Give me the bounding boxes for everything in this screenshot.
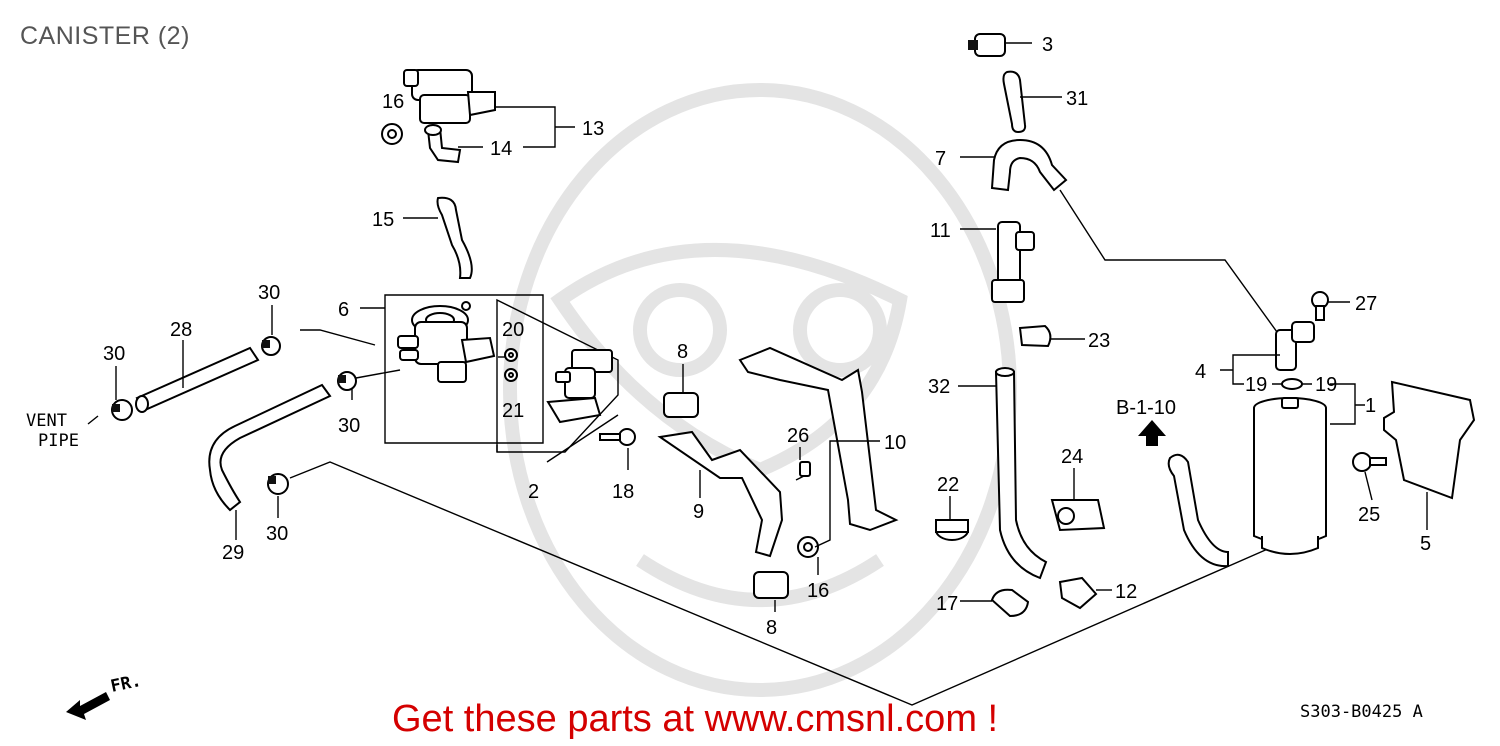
clip-30-b bbox=[261, 336, 281, 356]
callout-17: 17 bbox=[936, 593, 958, 615]
reference-label: B-1-10 bbox=[1116, 397, 1176, 419]
diagram-title: CANISTER (2) bbox=[20, 22, 190, 50]
callout-14: 14 bbox=[490, 138, 512, 160]
callout-27: 27 bbox=[1355, 293, 1377, 315]
callout-29: 29 bbox=[222, 542, 244, 564]
cushion-8-top bbox=[663, 392, 699, 418]
callout-10: 10 bbox=[884, 432, 906, 454]
bolt-25 bbox=[1352, 452, 1387, 472]
connector-12 bbox=[1058, 576, 1098, 610]
callout-4: 4 bbox=[1195, 361, 1206, 383]
hose-32-end bbox=[995, 367, 1015, 377]
callout-31: 31 bbox=[1066, 88, 1088, 110]
callout-15: 15 bbox=[372, 209, 394, 231]
purge-control-solenoid-valve bbox=[403, 69, 496, 164]
clamp-23 bbox=[1018, 324, 1052, 348]
screw-26 bbox=[795, 461, 811, 481]
connector-3 bbox=[968, 33, 1006, 57]
hose-31 bbox=[1002, 70, 1027, 134]
two-way-valve bbox=[397, 301, 496, 383]
nut-16-bottom bbox=[797, 536, 819, 558]
callout-30-a: 30 bbox=[258, 282, 280, 304]
callout-18: 18 bbox=[612, 481, 634, 503]
callout-24: 24 bbox=[1061, 446, 1083, 468]
callout-6: 6 bbox=[338, 299, 349, 321]
reference-arrow bbox=[1138, 420, 1166, 446]
callout-20: 20 bbox=[502, 319, 524, 341]
tube-4 bbox=[1275, 321, 1315, 371]
clip-24 bbox=[1050, 499, 1106, 532]
callout-16-top: 16 bbox=[382, 91, 404, 113]
callout-numbers: 1 2 3 4 5 6 7 8 8 9 10 11 12 13 14 15 16… bbox=[103, 34, 1431, 639]
bracket-10 bbox=[738, 346, 899, 532]
nut-16-top bbox=[381, 123, 403, 145]
callout-19-left: 19 bbox=[1245, 374, 1267, 396]
callout-8-top: 8 bbox=[677, 341, 688, 363]
callout-5: 5 bbox=[1420, 533, 1431, 555]
connecting-lines bbox=[289, 189, 1291, 706]
screw-27 bbox=[1311, 291, 1329, 321]
callout-3: 3 bbox=[1042, 34, 1053, 56]
solenoid-valve-2 bbox=[546, 349, 613, 424]
diagram-labels: VENT PIPE B-1-10 FR. bbox=[26, 397, 1176, 697]
callout-7: 7 bbox=[935, 148, 946, 170]
front-label: FR. bbox=[109, 671, 143, 697]
callout-12: 12 bbox=[1115, 581, 1137, 603]
diagram-code: S303-B0425 A bbox=[1300, 702, 1423, 722]
joint-11 bbox=[991, 221, 1035, 303]
callout-1: 1 bbox=[1365, 395, 1376, 417]
clip-30-d bbox=[267, 473, 289, 495]
callout-22: 22 bbox=[937, 474, 959, 496]
callout-8-bottom: 8 bbox=[766, 617, 777, 639]
callout-23: 23 bbox=[1088, 330, 1110, 352]
callout-11: 11 bbox=[930, 220, 951, 242]
hose-29 bbox=[208, 383, 332, 512]
reference-hose bbox=[1167, 453, 1229, 568]
callout-16-bottom: 16 bbox=[807, 580, 829, 602]
washer-19 bbox=[1281, 378, 1303, 390]
callout-30-b: 30 bbox=[103, 343, 125, 365]
callout-26: 26 bbox=[787, 425, 809, 447]
callout-21: 21 bbox=[502, 400, 524, 422]
callout-19-right: 19 bbox=[1315, 374, 1337, 396]
promo-text[interactable]: Get these parts at www.cmsnl.com ! bbox=[392, 698, 999, 740]
hose-32 bbox=[994, 371, 1048, 580]
hose-7 bbox=[990, 138, 1068, 192]
cushion-8-bottom bbox=[753, 571, 789, 599]
clip-22 bbox=[935, 519, 969, 541]
bolt-18 bbox=[599, 428, 636, 446]
hose-28 bbox=[135, 346, 260, 412]
callout-2: 2 bbox=[528, 481, 539, 503]
callout-25: 25 bbox=[1358, 504, 1380, 526]
callout-32: 32 bbox=[928, 376, 950, 398]
clip-30-c bbox=[337, 371, 357, 391]
washer-20-21 bbox=[504, 348, 518, 382]
vent-label-2: PIPE bbox=[38, 431, 79, 451]
bracket-9 bbox=[657, 430, 784, 558]
bracket-5 bbox=[1383, 380, 1476, 500]
clip-30-a bbox=[111, 399, 133, 421]
clip-17 bbox=[990, 588, 1030, 618]
canister-1 bbox=[1253, 397, 1327, 555]
callout-30-d: 30 bbox=[266, 523, 288, 545]
callout-9: 9 bbox=[693, 501, 704, 523]
callout-30-c: 30 bbox=[338, 415, 360, 437]
front-arrow bbox=[66, 692, 110, 720]
vent-label-1: VENT bbox=[26, 411, 67, 431]
hose-15 bbox=[436, 196, 473, 279]
hose-28-end bbox=[135, 395, 149, 413]
callout-28: 28 bbox=[170, 319, 192, 341]
leader-lines bbox=[87, 42, 1428, 612]
callout-13: 13 bbox=[582, 118, 604, 140]
